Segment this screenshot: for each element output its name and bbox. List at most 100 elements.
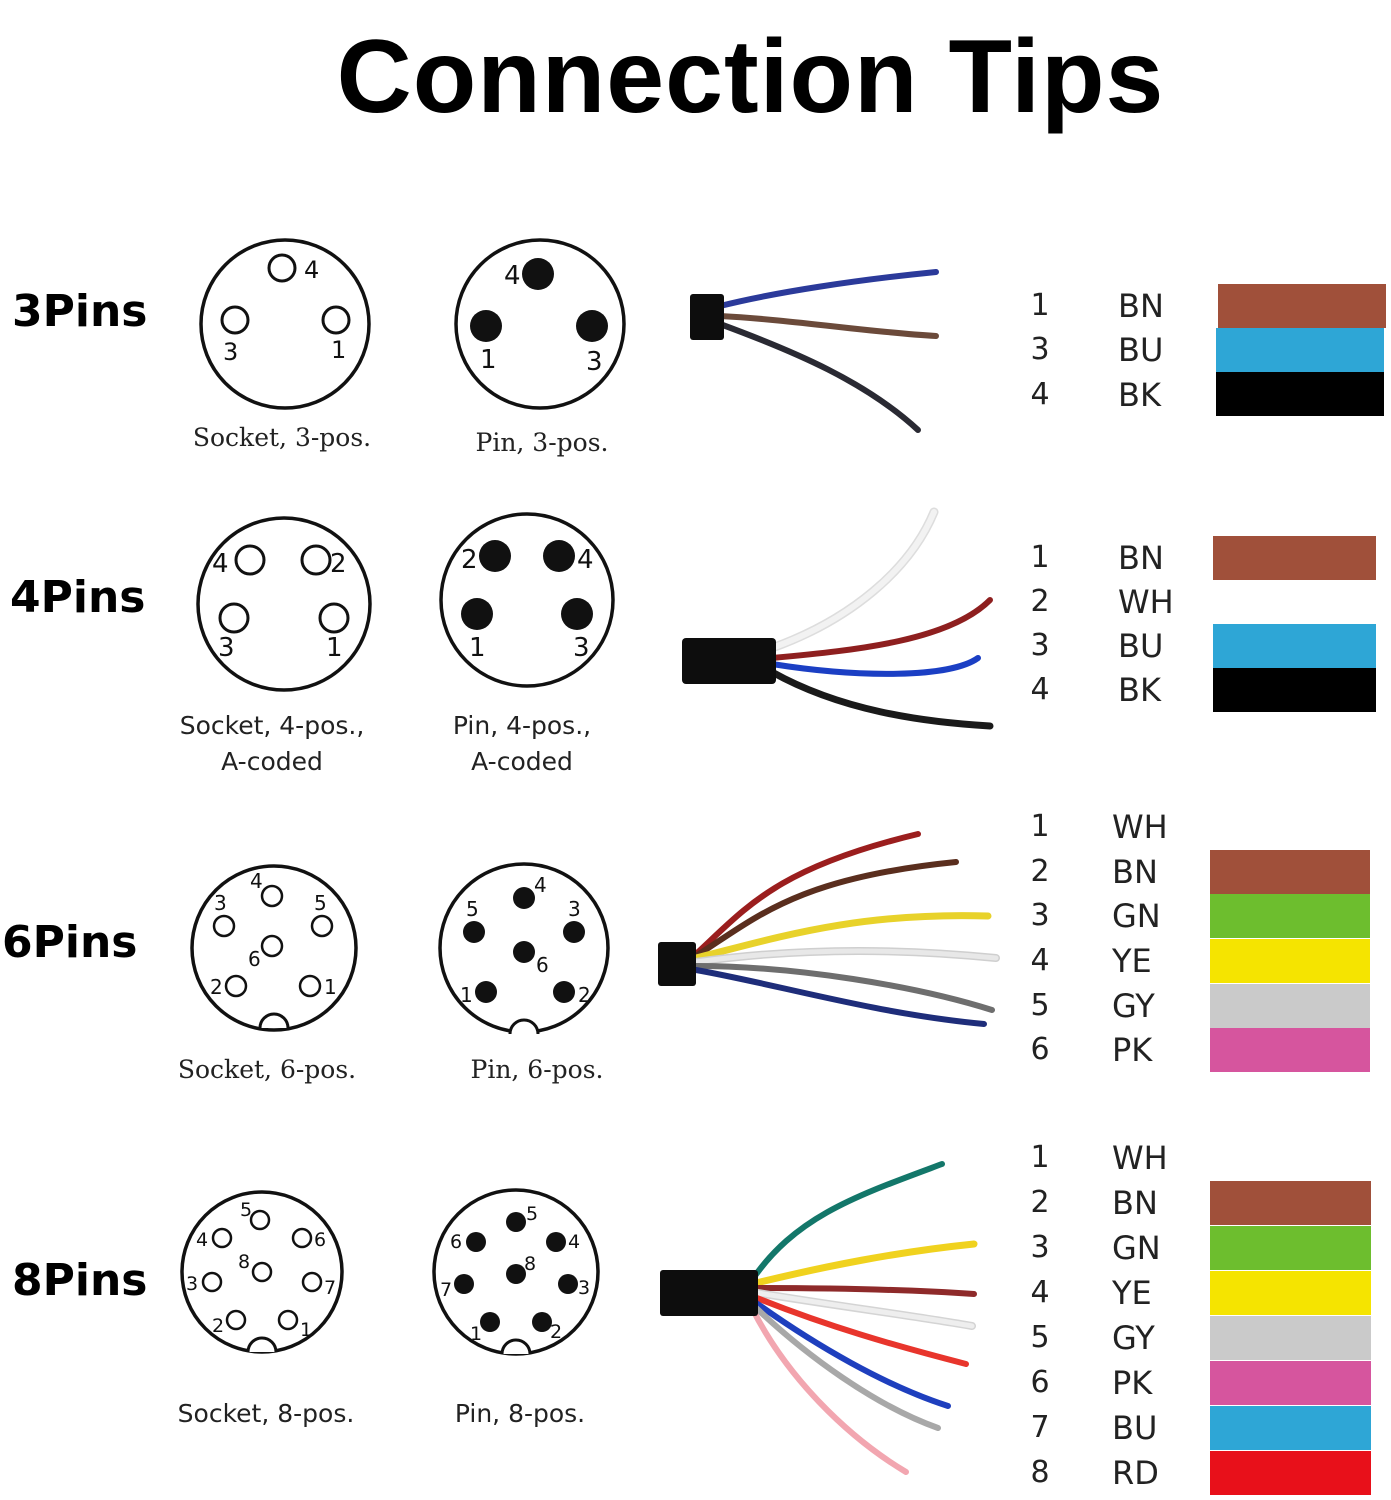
socket6-label-d: 6 [248,947,261,971]
wire-3pins-1 [717,269,939,309]
pin-4pos-caption: Pin, 4-pos., A-coded [402,708,642,780]
wire-6pins-1 [693,831,921,957]
wire-6pins-4 [693,948,999,965]
pin-8pins-7-code: BU [1112,1409,1158,1447]
cable-6wire [658,831,1000,1027]
socket8-label-c: 6 [314,1229,326,1251]
pin-8pins-8-number: 8 [1030,1455,1050,1490]
pin-6pins-4-code: YE [1112,942,1152,980]
pin-6pins-2-number: 2 [1030,854,1050,889]
pin-8pins-7-number: 7 [1030,1410,1050,1445]
swatch-6pins-3 [1210,894,1370,938]
pin-6pins-6-number: 6 [1030,1032,1050,1067]
pin-6pins-6-code: PK [1112,1031,1153,1069]
socket-8pos-caption: Socket, 8-pos. [177,1399,355,1428]
wire-8pins-5 [749,1293,969,1367]
swatch-8pins-6 [1210,1361,1371,1405]
pin-4pins-1-number: 1 [1030,540,1050,575]
socket6-label-f: 1 [324,975,337,999]
pin6-label-b: 5 [466,897,479,921]
wire-8pins-3 [749,1285,977,1297]
pin-8pins-3-code: GN [1112,1229,1161,1267]
socket8-label-e: 3 [186,1273,198,1295]
wire-6pins-5 [693,963,995,1013]
pin3-label-b: 1 [480,345,497,375]
socket4-label-c: 3 [218,633,235,663]
swatch-8pins-8 [1210,1451,1371,1495]
socket3-label-a: 4 [304,256,319,284]
pin-8pins-4-number: 4 [1030,1275,1050,1310]
row-label-3pins: 3Pins [12,286,148,337]
wire-4pins-1 [769,509,937,651]
swatch-6pins-2 [1210,850,1370,894]
pin-4pos-caption-line1: Pin, 4-pos., [452,711,592,740]
pin-4pins-4-number: 4 [1030,672,1050,707]
pin8-label-b: 6 [450,1231,462,1253]
swatch-4pins-3 [1213,624,1376,668]
socket4-label-d: 1 [326,633,343,663]
pin-6pins-3-code: GN [1112,897,1161,935]
socket8-label-h: 1 [300,1319,312,1341]
wire-6pins-6 [693,967,987,1027]
swatch-8pins-2 [1210,1181,1371,1225]
page-title: Connection Tips [336,19,1165,135]
wire-4pins-3 [769,655,981,677]
wire-8pins-4 [749,1289,975,1329]
socket8-label-b: 4 [196,1229,208,1251]
swatch-8pins-5 [1210,1316,1371,1360]
pin-4pos-caption-line2: A-coded [471,747,573,776]
socket-8pos-diagram: 5 4 6 8 3 7 2 1 [180,1190,344,1354]
pin-6pins-1-number: 1 [1030,809,1050,844]
wire-4pins-1-outline [767,507,939,653]
pin8-label-d: 8 [524,1253,536,1275]
pin-8pins-2-code: BN [1112,1184,1158,1222]
row-label-6pins: 6Pins [2,917,138,968]
pin8-label-g: 1 [470,1323,482,1345]
pin-6pos-caption: Pin, 6-pos. [470,1055,604,1084]
pin-3pins-1-code: BN [1118,287,1164,325]
pin6-label-e: 1 [460,983,473,1007]
pin-6pins-5-number: 5 [1030,988,1050,1023]
swatch-3pins-1 [1218,284,1386,328]
row-label-4pins: 4Pins [10,572,146,623]
pin-6pos-diagram: 4 5 3 6 1 2 [438,862,610,1035]
socket3-label-c: 1 [331,336,346,364]
pin8-label-e: 7 [440,1279,452,1301]
cable-6pins-jacket [658,942,696,986]
socket-4pos-caption-line1: Socket, 4-pos., [179,711,365,740]
pin-3pins-3-code: BK [1118,376,1161,414]
pin4-label-d: 3 [573,633,590,663]
socket6-label-a: 4 [250,869,263,893]
wire-8pins-2 [748,1240,978,1288]
socket-4pos-caption: Socket, 4-pos., A-coded [152,708,392,780]
swatch-8pins-1 [1210,1136,1371,1180]
pin-4pos-diagram: 2 4 1 3 [439,512,615,688]
pin6-label-a: 4 [534,873,547,897]
cable-8wire [660,1161,978,1475]
pin6-label-c: 3 [568,897,581,921]
socket8-label-d: 8 [238,1251,250,1273]
pin-4pins-1-code: BN [1118,539,1164,577]
swatch-6pins-6 [1210,1028,1370,1072]
socket-4pos-diagram: 4 2 3 1 [196,516,372,692]
socket4-label-b: 2 [330,549,347,579]
pin6-label-f: 2 [578,983,591,1007]
row-label-8pins: 8Pins [12,1255,148,1306]
pin6-label-d: 6 [536,953,549,977]
pin-6pins-4-number: 4 [1030,943,1050,978]
pin-4pins-4-code: BK [1118,671,1161,709]
pin4-label-c: 1 [469,633,486,663]
pin-8pins-4-code: YE [1112,1274,1152,1312]
cable-8pins-jacket [660,1270,758,1316]
cable-4wire [682,507,994,730]
socket8-label-f: 7 [324,1277,336,1299]
socket6-label-b: 3 [214,891,227,915]
pin-8pos-diagram: 5 6 4 8 7 3 1 2 [432,1188,600,1356]
pin8-label-c: 4 [568,1231,580,1253]
wire-6pins-2 [693,859,959,959]
pin-3pos-diagram: 4 1 3 [454,238,626,410]
pin-8pins-8-code: RD [1112,1454,1159,1492]
socket-4pos-caption-line2: A-coded [221,747,323,776]
swatch-4pins-4 [1213,668,1376,712]
pin-3pins-1-number: 1 [1030,288,1050,323]
